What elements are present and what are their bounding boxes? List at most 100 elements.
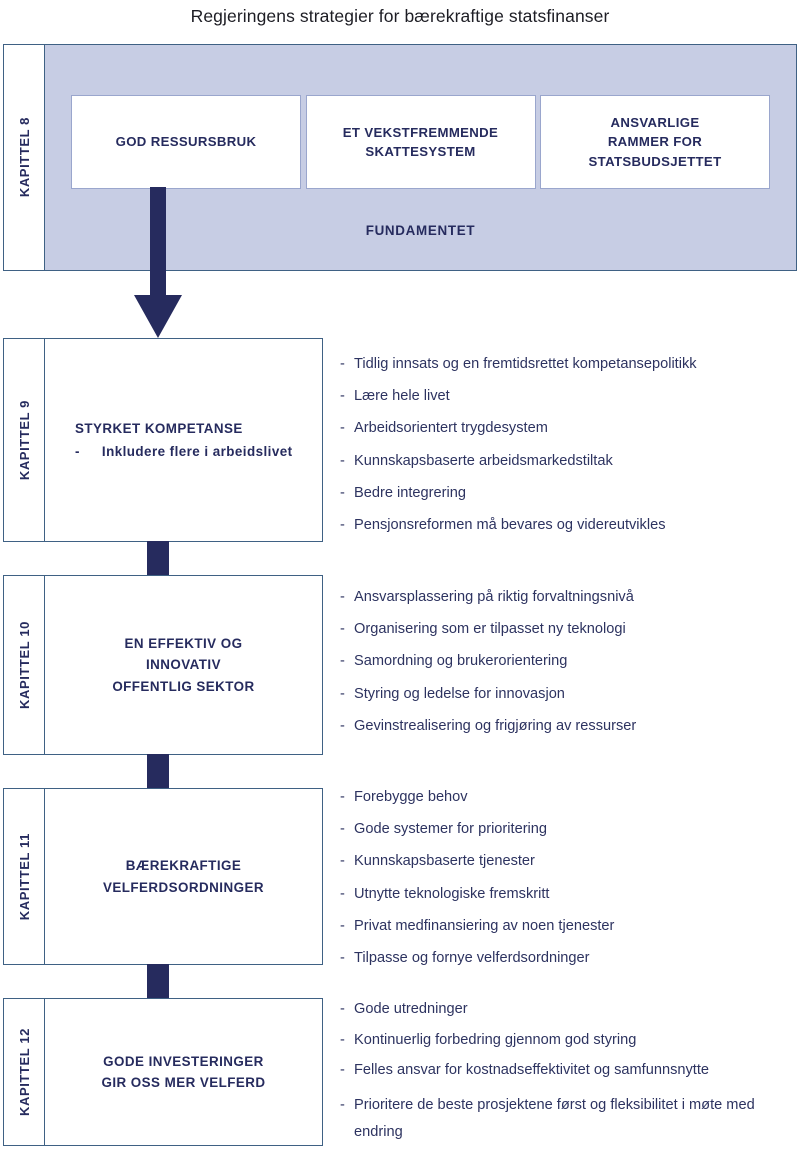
pillar-2-line-2: SKATTESYSTEM	[365, 144, 476, 159]
bullet-marker: -	[340, 885, 345, 902]
chapter-10-heading-block: EN EFFEKTIV OG INNOVATIV OFFENTLIG SEKTO…	[112, 633, 254, 697]
chapter-11-row: KAPITTEL 11 BÆREKRAFTIGE VELFERDSORDNING…	[3, 788, 323, 965]
chapter-10-heading-line-2: INNOVATIV	[146, 657, 221, 673]
list-item: - Privat medfinansiering av noen tjenest…	[340, 917, 614, 937]
chapter-10-shell: KAPITTEL 10 EN EFFEKTIV OG INNOVATIV OFF…	[3, 575, 323, 755]
chapter-9-label-strip: KAPITTEL 9	[4, 339, 45, 541]
list-item: - Gevinstrealisering og frigjøring av re…	[340, 717, 636, 737]
bullet-text: Privat medfinansiering av noen tjenester	[354, 917, 615, 934]
down-arrow-icon	[134, 187, 182, 338]
chapter-12-heading-line-2: GIR OSS MER VELFERD	[101, 1075, 266, 1090]
bullet-marker: -	[340, 853, 345, 870]
bullet-marker: -	[340, 484, 345, 501]
list-item: - Arbeidsorientert trygdesystem	[340, 419, 697, 439]
chapter-9-sub-text: Inkludere flere i arbeidslivet	[101, 444, 293, 459]
chapter-9-label: KAPITTEL 9	[16, 399, 32, 481]
chapter-9-heading: STYRKET KOMPETANSE	[75, 420, 243, 436]
pillar-god-ressursbruk[interactable]: GOD RESSURSBRUK	[71, 95, 301, 189]
bullet-text: Tidlig innsats og en fremtidsrettet komp…	[354, 356, 697, 372]
chapter-9-shell: KAPITTEL 9 STYRKET KOMPETANSE - Inkluder…	[3, 338, 323, 542]
bullet-text: Samordning og brukerorientering	[354, 653, 568, 670]
connector-chapter-11-to-12	[147, 964, 169, 998]
bullet-marker: -	[340, 653, 345, 670]
pillar-3-line-3: STATSBUDSJETTET	[588, 153, 722, 169]
connector-chapter-9-to-10	[147, 541, 169, 575]
chapter-12-label-strip: KAPITTEL 12	[4, 999, 45, 1145]
bullet-text: Gode utredninger	[354, 1001, 468, 1017]
bullet-marker: -	[340, 621, 345, 638]
bullet-text: Gevinstrealisering og frigjøring av ress…	[354, 717, 637, 734]
chapter-12-shell: KAPITTEL 12 GODE INVESTERINGER GIR OSS M…	[3, 998, 323, 1146]
list-item: - Felles ansvar for kostnadseffektivitet…	[340, 1061, 780, 1081]
list-item: - Utnytte teknologiske fremskritt	[340, 885, 614, 905]
bullet-marker: -	[340, 452, 345, 469]
list-item: - Samordning og brukerorientering	[340, 652, 636, 672]
pillar-2-line-1: ET VEKSTFREMMENDE	[342, 124, 499, 140]
bullet-marker: -	[340, 388, 345, 405]
chapter-12-label: KAPITTEL 12	[16, 1028, 32, 1116]
chapter-12-heading-block: GODE INVESTERINGER GIR OSS MER VELFERD	[101, 1051, 265, 1094]
foundation-label: FUNDAMENTET	[365, 223, 476, 238]
chapter-10-label-strip: KAPITTEL 10	[4, 576, 45, 754]
bullet-marker: -	[340, 949, 345, 966]
chapter-9-bullet-list: - Tidlig innsats og en fremtidsrettet ko…	[340, 355, 697, 548]
pillar-3-line-1: ANSVARLIGE	[610, 115, 700, 131]
list-item: - Bedre integrering	[340, 484, 697, 504]
bullet-marker: -	[340, 356, 345, 372]
bullet-text: Forebygge behov	[354, 789, 468, 805]
chapter-11-shell: KAPITTEL 11 BÆREKRAFTIGE VELFERDSORDNING…	[3, 788, 323, 965]
bullet-text: Kunnskapsbaserte tjenester	[354, 853, 535, 870]
list-item: - Styring og ledelse for innovasjon	[340, 685, 636, 705]
connector-chapter-10-to-11	[147, 754, 169, 788]
chapter-9-body[interactable]: STYRKET KOMPETANSE - Inkludere flere i a…	[45, 339, 322, 541]
page-title: Regjeringens strategier for bærekraftige…	[190, 6, 610, 26]
chapter-10-label: KAPITTEL 10	[16, 621, 32, 709]
chapter-9-subitem: - Inkludere flere i arbeidslivet	[75, 441, 308, 462]
chapter-11-label-strip: KAPITTEL 11	[4, 789, 45, 964]
chapter-11-body[interactable]: BÆREKRAFTIGE VELFERDSORDNINGER	[45, 789, 322, 964]
chapter-12-bullet-list: - Gode utredninger - Kontinuerlig forbed…	[340, 1000, 780, 1157]
chapter-11-heading-block: BÆREKRAFTIGE VELFERDSORDNINGER	[103, 855, 264, 898]
chapter-9-row: KAPITTEL 9 STYRKET KOMPETANSE - Inkluder…	[3, 338, 323, 542]
bullet-marker: -	[340, 420, 345, 437]
bullet-text: Pensjonsreformen må bevares og videreutv…	[354, 516, 666, 533]
chapter-12-heading-line-1: GODE INVESTERINGER	[103, 1053, 264, 1069]
bullet-text: Lære hele livet	[354, 388, 450, 405]
list-item: - Kontinuerlig forbedring gjennom god st…	[340, 1031, 780, 1051]
bullet-marker: -	[340, 589, 345, 605]
bullet-marker: -	[340, 1062, 345, 1079]
bullet-marker: -	[340, 1031, 345, 1048]
pillar-1-line-1: GOD RESSURSBRUK	[115, 134, 257, 150]
pillar-vekstfremmende-skattesystem[interactable]: ET VEKSTFREMMENDE SKATTESYSTEM	[305, 95, 536, 189]
chapter-8-label-strip: KAPITTEL 8	[4, 45, 45, 270]
chapter-10-body[interactable]: EN EFFEKTIV OG INNOVATIV OFFENTLIG SEKTO…	[45, 576, 322, 754]
chapter-12-body[interactable]: GODE INVESTERINGER GIR OSS MER VELFERD	[45, 999, 322, 1145]
list-item: - Lære hele livet	[340, 387, 697, 407]
bullet-text: Organisering som er tilpasset ny teknolo…	[354, 621, 626, 638]
bullet-text: Ansvarsplassering på riktig forvaltnings…	[354, 589, 634, 605]
list-item: - Forebygge behov	[340, 788, 614, 808]
list-item: - Tidlig innsats og en fremtidsrettet ko…	[340, 355, 697, 375]
list-item: - Pensjonsreformen må bevares og videreu…	[340, 516, 697, 536]
bullet-text: Prioritere de beste prosjektene først og…	[354, 1097, 755, 1141]
list-item: - Prioritere de beste prosjektene først …	[340, 1092, 780, 1146]
list-item: - Gode systemer for prioritering	[340, 820, 614, 840]
bullet-marker: -	[340, 685, 345, 702]
chapter-8-label: KAPITTEL 8	[16, 117, 32, 198]
chapter-8-body: GOD RESSURSBRUK ET VEKSTFREMMENDE SKATTE…	[45, 45, 796, 270]
list-item: - Ansvarsplassering på riktig forvaltnin…	[340, 588, 636, 608]
chapter-8-row: KAPITTEL 8 GOD RESSURSBRUK ET VEKSTFREMM…	[3, 44, 797, 271]
pillar-3-line-2: RAMMER FOR	[607, 134, 703, 150]
chapter-11-bullet-list: - Forebygge behov - Gode systemer for pr…	[340, 788, 614, 981]
pillar-ansvarlige-rammer[interactable]: ANSVARLIGE RAMMER FOR STATSBUDSJETTET	[540, 95, 770, 189]
chapter-9-sub-dash: -	[75, 444, 80, 459]
chapter-9-heading-block: STYRKET KOMPETANSE - Inkludere flere i a…	[59, 418, 308, 463]
bullet-text: Felles ansvar for kostnadseffektivitet o…	[354, 1062, 710, 1079]
list-item: - Kunnskapsbaserte tjenester	[340, 852, 614, 872]
chapter-11-heading-line-2: VELFERDSORDNINGER	[103, 879, 264, 895]
chapter-12-row: KAPITTEL 12 GODE INVESTERINGER GIR OSS M…	[3, 998, 323, 1146]
bullet-text: Styring og ledelse for innovasjon	[354, 685, 565, 702]
bullet-text: Bedre integrering	[354, 484, 466, 501]
list-item: - Tilpasse og fornye velferdsordninger	[340, 949, 614, 969]
bullet-text: Tilpasse og fornye velferdsordninger	[354, 949, 590, 966]
